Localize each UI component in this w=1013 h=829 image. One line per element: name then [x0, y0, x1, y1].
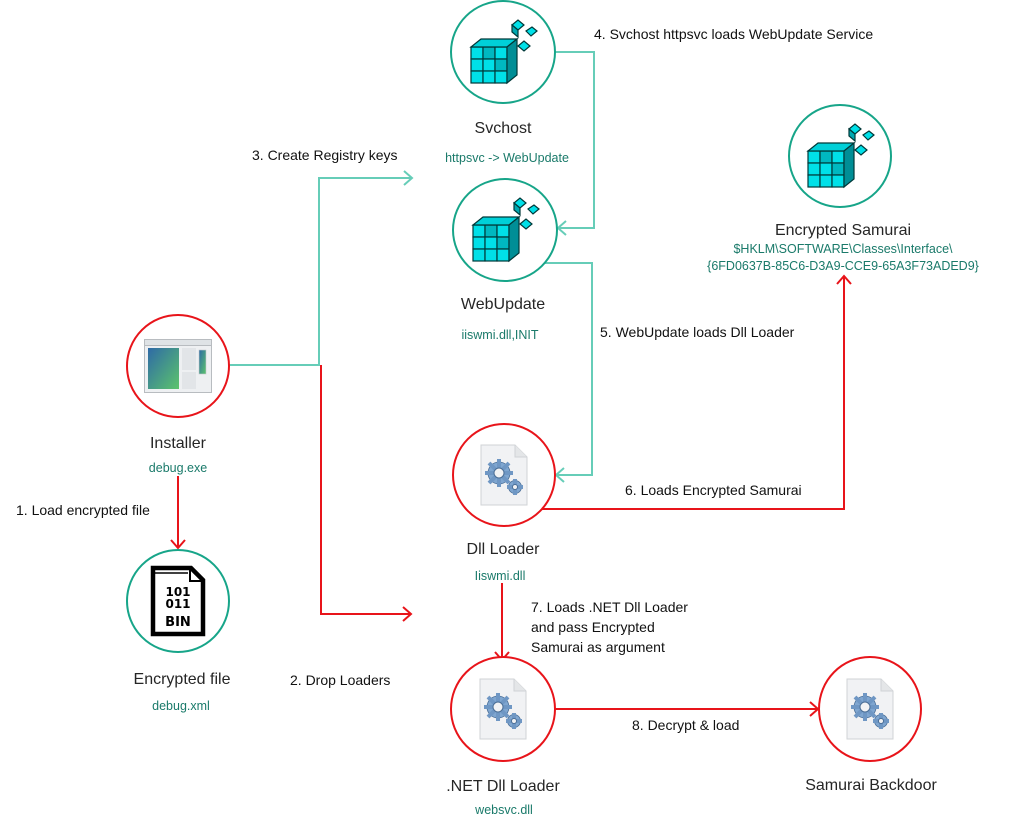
bin-label: BIN — [165, 615, 191, 630]
webupdate-node[interactable] — [452, 178, 558, 282]
arrowhead-webupdate-to-dll-loader — [554, 467, 565, 483]
registry-cube-icon — [806, 123, 875, 189]
connector-webupdate-to-dll-loader — [538, 262, 593, 476]
installer-node[interactable] — [126, 314, 230, 418]
net-dll-loader-node[interactable] — [450, 656, 556, 762]
arrowhead-create-registry-keys — [403, 170, 414, 186]
samurai-backdoor-node[interactable] — [818, 656, 922, 762]
samurai-backdoor-title: Samurai Backdoor — [805, 777, 937, 794]
connector-loads-encrypted-samurai — [538, 276, 845, 510]
encrypted-samurai-title: Encrypted Samurai — [774, 222, 912, 239]
application-window-icon — [144, 339, 212, 393]
step-2-label: 2. Drop Loaders — [290, 672, 391, 688]
connector-drop-loaders — [320, 365, 411, 615]
connector-create-registry-keys — [228, 177, 412, 366]
encrypted-file-subtitle: debug.xml — [152, 699, 210, 713]
arrowhead-load-encrypted-file — [170, 539, 186, 550]
net-dll-loader-subtitle: websvc.dll — [475, 803, 533, 817]
binary-line-2: 011 — [165, 597, 190, 611]
arrowhead-drop-loaders — [402, 606, 413, 622]
dll-gear-file-icon — [480, 444, 528, 506]
dll-gear-file-icon — [846, 678, 894, 740]
installer-subtitle: debug.exe — [148, 461, 208, 475]
binary-line-1: 101 — [165, 585, 190, 599]
encrypted-file-title: Encrypted file — [133, 671, 231, 688]
step-5-label: 5. WebUpdate loads Dll Loader — [600, 324, 795, 340]
arrowhead-loads-encrypted-samurai — [836, 274, 852, 285]
dll-gear-file-icon — [479, 678, 527, 740]
step-6-label: 6. Loads Encrypted Samurai — [625, 482, 802, 498]
step-7-label-line-1: 7. Loads .NET Dll Loader — [531, 599, 688, 615]
step-8-label: 8. Decrypt & load — [632, 717, 740, 733]
registry-cube-icon — [469, 19, 538, 85]
dll-loader-node[interactable] — [452, 423, 556, 527]
encrypted-samurai-registry-path: $HKLM\SOFTWARE\Classes\Interface\ — [733, 242, 953, 256]
svchost-subtitle: httpsvc -> WebUpdate — [445, 151, 569, 165]
dll-loader-title: Dll Loader — [466, 541, 540, 558]
encrypted-file-node[interactable]: 101 011 BIN — [126, 549, 230, 653]
encrypted-samurai-registry-guid: {6FD0637B-85C6-D3A9-CCE9-65A3F73ADED9} — [707, 259, 979, 273]
net-dll-loader-title: .NET Dll Loader — [446, 778, 560, 795]
arrowhead-svchost-to-webupdate — [556, 220, 567, 236]
binary-file-icon: 101 011 BIN — [150, 565, 206, 637]
step-1-label: 1. Load encrypted file — [16, 502, 150, 518]
svchost-node[interactable] — [450, 0, 556, 104]
connector-svchost-to-webupdate — [555, 51, 595, 229]
dll-loader-subtitle: Iiswmi.dll — [474, 569, 526, 583]
webupdate-subtitle: iiswmi.dll,INIT — [461, 328, 539, 342]
encrypted-samurai-node[interactable] — [788, 104, 892, 208]
step-7-label-line-2: and pass Encrypted — [531, 619, 655, 635]
installer-title: Installer — [149, 435, 207, 452]
webupdate-title: WebUpdate — [460, 296, 546, 313]
step-3-label: 3. Create Registry keys — [252, 147, 398, 163]
svchost-title: Svchost — [474, 120, 532, 137]
registry-cube-icon — [471, 197, 540, 263]
step-7-label-line-3: Samurai as argument — [531, 639, 665, 655]
step-4-label: 4. Svchost httpsvc loads WebUpdate Servi… — [594, 26, 874, 42]
